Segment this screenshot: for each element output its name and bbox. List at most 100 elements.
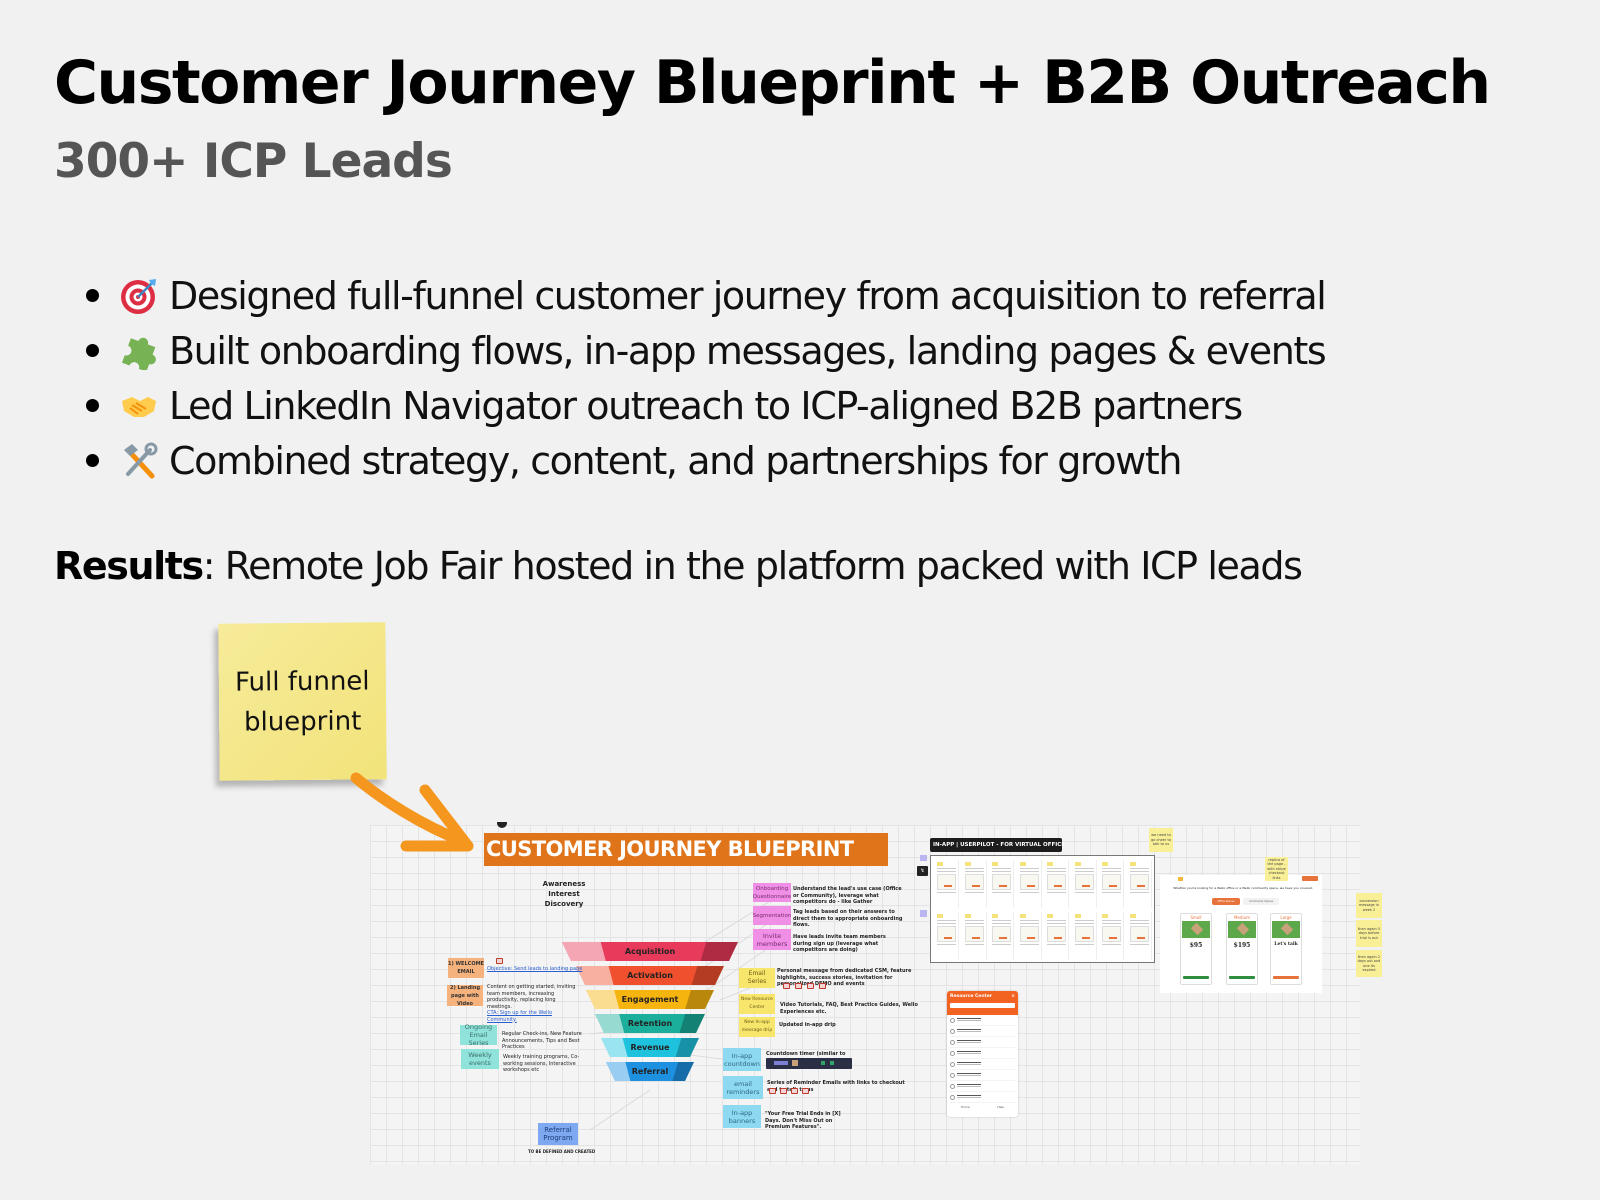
cursor-marker-icon [497, 822, 507, 828]
funnel-label: Engagement [621, 995, 679, 1004]
stage-label: Discovery [544, 900, 584, 908]
flow-step-card [1045, 860, 1069, 908]
funnel-highlight [601, 1038, 628, 1057]
tab-community-spaces[interactable]: Community Spaces [1243, 898, 1279, 905]
invite-desc: Have leads invite team members during si… [793, 934, 886, 953]
funnel-highlight [562, 942, 606, 961]
welcome-objective[interactable]: Objective: Send leads to landing page [487, 966, 583, 972]
comment-icon[interactable]: ↯ [917, 866, 928, 876]
funnel-shadow [685, 990, 714, 1009]
inapp-drip-desc: Updated in-app drip [779, 1022, 836, 1028]
email-icon [780, 1088, 787, 1094]
flow-step-card [1045, 912, 1069, 960]
bullet-item: Built onboarding flows, in-app messages,… [86, 323, 1327, 378]
target-icon [119, 276, 159, 316]
email-reminders-box: email reminders [723, 1076, 763, 1099]
email-icon [783, 983, 790, 989]
weekly-desc: Weekly training programs, Co-working ses… [503, 1054, 580, 1073]
funnel-highlight [576, 966, 614, 985]
resource-center-item[interactable] [950, 1092, 1015, 1103]
funnel-label: Acquisition [624, 947, 676, 956]
ongoing-desc: Regular Check-ins, New Feature Announcem… [502, 1031, 582, 1050]
email-icon [807, 983, 814, 989]
inapp-banners-box: In-app banners [723, 1105, 761, 1128]
bullet-dot [86, 454, 99, 467]
flow-step-card [1100, 912, 1124, 960]
flow-step-card [990, 912, 1014, 960]
resource-center-panel: Resource Center × Home Help [947, 991, 1018, 1117]
email-series-box: Email Series [739, 968, 775, 988]
search-input[interactable] [950, 1003, 1015, 1008]
bullet-text: Built onboarding flows, in-app messages,… [169, 328, 1327, 373]
funnel-stage-acquisition [562, 942, 738, 961]
note-5-days: then again 5 days before trial is out [1356, 920, 1382, 947]
top-stages: Awareness Interest Discovery [538, 879, 590, 909]
flow-step-card [1073, 860, 1097, 908]
welcome-email-box: 1) WELCOME EMAIL [448, 958, 484, 978]
inapp-drip-box: New In-app message drip [739, 1017, 775, 1037]
pricing-page-preview: Whether you're looking for a Wello offic… [1160, 875, 1322, 993]
email-icon [791, 1088, 798, 1094]
tab-office-spaces[interactable]: Office Spaces [1212, 898, 1240, 905]
pricing-tagline: Whether you're looking for a Wello offic… [1173, 886, 1313, 890]
funnel-label: Retention [627, 1019, 673, 1028]
referral-program-box: Referral Program [538, 1123, 578, 1145]
resource-center-item[interactable] [950, 1070, 1015, 1081]
invite-members-box: Invite members [753, 929, 791, 950]
bullet-text: Combined strategy, content, and partners… [169, 438, 1182, 483]
help-tab[interactable]: Help [997, 1105, 1005, 1109]
flow-step-card [963, 912, 987, 960]
funnel-shadow [672, 1062, 694, 1081]
page-title: Customer Journey Blueprint + B2B Outreac… [54, 48, 1491, 118]
note-go-cheer: we need to go cheer to talk to us [1149, 828, 1173, 852]
flow-step-card [935, 912, 959, 960]
landing-cta-link[interactable]: CTA: Sign up for the Wello Community. [487, 1010, 553, 1023]
email-icon [769, 1088, 776, 1094]
close-icon[interactable]: × [1011, 994, 1015, 999]
handshake-icon [119, 386, 159, 426]
flow-step-card [1128, 860, 1152, 908]
bullet-text: Designed full-funnel customer journey fr… [169, 273, 1327, 318]
funnel-shadow [691, 966, 724, 985]
pointer-arrow-icon [350, 772, 474, 852]
segmentation-box: Segmentation [753, 906, 791, 925]
resource-center-item[interactable] [950, 1059, 1015, 1070]
resource-center-item[interactable] [950, 1048, 1015, 1059]
signup-button[interactable] [1302, 876, 1318, 881]
funnel-stage-engagement [586, 990, 714, 1009]
note-conversion-week2: conversion message in week 2 [1356, 893, 1382, 918]
resource-center-item[interactable] [950, 1081, 1015, 1092]
ongoing-email-box: Ongoing Email Series [460, 1023, 497, 1047]
bullet-item: Designed full-funnel customer journey fr… [86, 268, 1327, 323]
plan-card-medium: Medium$195 [1226, 913, 1258, 985]
logo-icon [1178, 877, 1183, 881]
resource-center-box: New Resource Center [739, 994, 775, 1014]
funnel-shadow [679, 1014, 705, 1033]
sticky-note: Full funnel blueprint [218, 622, 387, 781]
funnel-highlight [586, 990, 620, 1009]
bullet-item: Combined strategy, content, and partners… [86, 433, 1325, 488]
email-icon [496, 958, 503, 964]
resource-center-item[interactable] [950, 1026, 1015, 1037]
onboarding-q-desc: Understand the lead's use case (Office o… [793, 886, 902, 905]
email-icon [795, 983, 802, 989]
flow-step-card [990, 860, 1014, 908]
funnel-stage-activation [576, 966, 724, 985]
email-reminders-desc: Series of Reminder Emails with links to … [767, 1080, 905, 1093]
landing-desc: Content on getting started, inviting tea… [487, 984, 576, 1023]
bullet-item: Led LinkedIn Navigator outreach to ICP-a… [86, 378, 1325, 433]
resource-center-item[interactable] [950, 1037, 1015, 1048]
flow-step-card [963, 860, 987, 908]
puzzle-piece-icon [119, 331, 159, 371]
funnel-shadow [700, 942, 738, 961]
segmentation-desc: Tag leads based on their answers to dire… [793, 909, 903, 928]
home-tab[interactable]: Home [960, 1105, 970, 1109]
note-2-days: then again 2 days out and one its expire… [1356, 950, 1382, 977]
countdown-preview-image [766, 1058, 852, 1069]
email-icon [802, 1088, 809, 1094]
resource-center-item[interactable] [950, 1015, 1015, 1026]
flow-step-card [1018, 912, 1042, 960]
page-subtitle: 300+ ICP Leads [54, 134, 453, 189]
referral-note: TO BE DEFINED AND CREATED [528, 1149, 596, 1154]
